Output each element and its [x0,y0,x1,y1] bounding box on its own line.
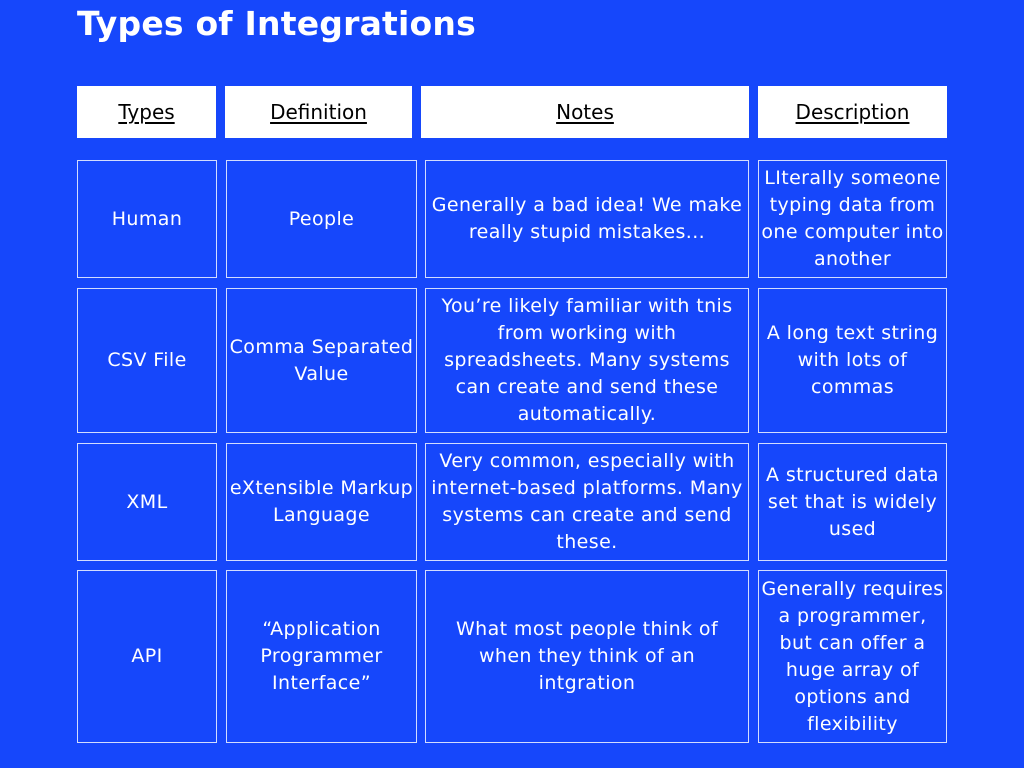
row-3-notes: Very common, especially with internet-ba… [431,450,743,553]
row-1-notes-cell: Generally a bad idea! We make really stu… [425,160,749,278]
row-2-notes: You’re likely familiar with tnis from wo… [441,295,733,425]
row-1-type: Human [111,207,183,230]
row-3-description: A structured data set that is widely use… [766,463,939,540]
row-2-type-cell: CSV File [77,288,217,433]
row-1-definition-cell: People [226,160,417,278]
header-types: Types [77,86,216,138]
row-3-notes-cell: Very common, especially with internet-ba… [425,443,749,561]
row-2-definition-cell: Comma Separated Value [226,288,417,433]
row-3-type: XML [126,490,168,513]
slide-title: Types of Integrations [77,4,476,43]
row-1-description-cell: LIterally someone typing data from one c… [758,160,947,278]
row-4-description-cell: Generally requires a programmer, but can… [758,570,947,743]
row-4-type: API [131,645,163,667]
row-3-description-cell: A structured data set that is widely use… [758,443,947,561]
row-2-definition: Comma Separated Value [229,335,414,385]
row-4-notes: What most people think of when they thin… [455,618,719,694]
row-2-notes-cell: You’re likely familiar with tnis from wo… [425,288,749,433]
row-4-notes-cell: What most people think of when they thin… [425,570,749,743]
row-1-description: LIterally someone typing data from one c… [761,167,944,270]
row-1-notes: Generally a bad idea! We make really stu… [431,194,743,243]
row-3-type-cell: XML [77,443,217,561]
row-1-type-cell: Human [77,160,217,278]
row-4-description: Generally requires a programmer, but can… [761,577,944,735]
row-3-definition-cell: eXtensible Markup Language [226,443,417,561]
row-4-type-cell: API [77,570,217,743]
header-description: Description [758,86,947,138]
row-4-definition-cell: “Application Programmer Interface” [226,570,417,743]
row-3-definition: eXtensible Markup Language [229,477,414,526]
row-2-description-cell: A long text string with lots of commas [758,288,947,433]
row-1-definition: People [288,207,355,230]
row-4-definition: “Application Programmer Interface” [260,618,383,694]
row-2-description: A long text string with lots of commas [766,322,939,398]
header-definition: Definition [225,86,412,138]
row-2-type: CSV File [107,349,187,371]
header-notes: Notes [421,86,749,138]
